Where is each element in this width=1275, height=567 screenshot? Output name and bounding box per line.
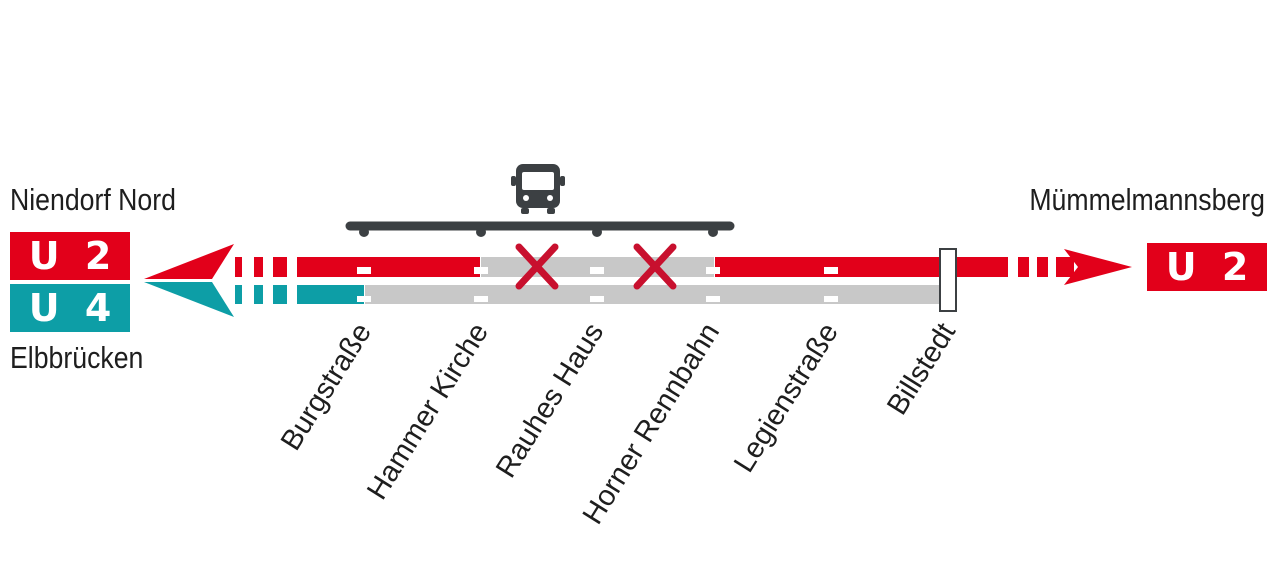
cross-icon	[515, 243, 559, 290]
bus-replacement-line	[345, 221, 735, 237]
cross-icon	[633, 243, 677, 290]
badge-u4-west: U 4	[10, 284, 130, 332]
terminal-elbbruecken: Elbbrücken	[10, 340, 144, 375]
u4-track	[297, 285, 940, 304]
station-ticks	[357, 267, 838, 302]
terminal-muemmelmannsberg: Mümmelmannsberg	[1029, 182, 1265, 217]
badge-u2-west: U 2	[10, 232, 130, 280]
billstedt-marker	[939, 248, 957, 312]
west-direction-arrow	[144, 244, 287, 317]
badge-u2-east: U 2	[1147, 243, 1267, 291]
terminal-niendorf-nord: Niendorf Nord	[10, 182, 176, 217]
bus-icon	[511, 164, 565, 214]
